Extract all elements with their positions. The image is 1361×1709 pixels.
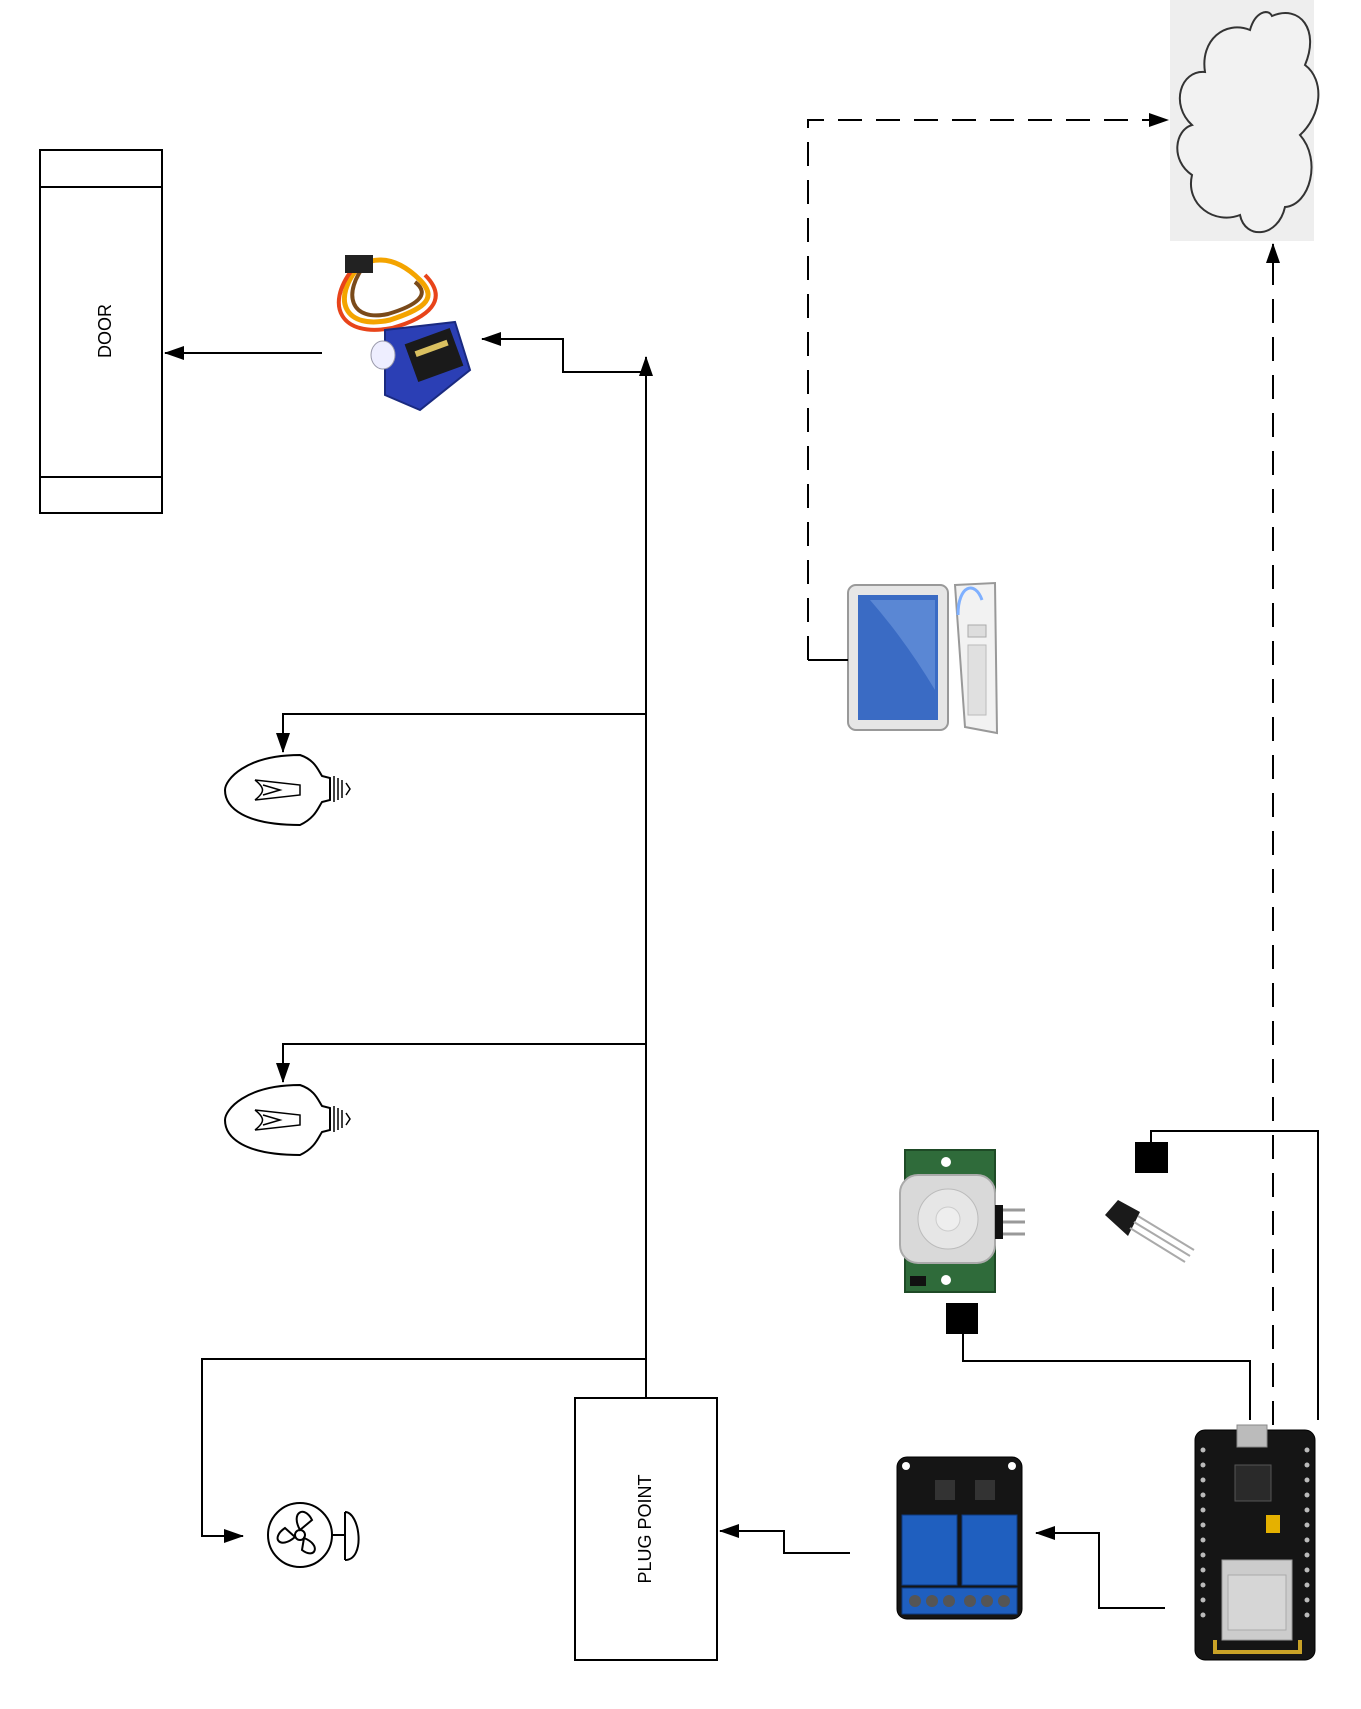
computer-to-cloud-line bbox=[808, 120, 1168, 660]
light-bulb-icon bbox=[225, 755, 350, 825]
desktop-computer-icon bbox=[848, 583, 997, 733]
light-bulb-icon bbox=[225, 1085, 350, 1155]
bus-to-fan-line bbox=[202, 1359, 646, 1536]
servo-motor-icon bbox=[339, 255, 470, 410]
plug-point-box: PLUG POINT bbox=[575, 1398, 717, 1660]
fan-icon bbox=[268, 1503, 359, 1567]
mcu-to-temp-line bbox=[1151, 1131, 1318, 1420]
nodemcu-board-icon bbox=[1195, 1425, 1315, 1660]
cloud-icon bbox=[1170, 0, 1318, 241]
bus-to-bulb2-line bbox=[283, 1044, 646, 1082]
door-box: DOOR bbox=[40, 150, 162, 513]
mcu-to-pir-line bbox=[963, 1334, 1250, 1420]
pir-sensor-icon bbox=[900, 1150, 1025, 1292]
mcu-to-relay-line bbox=[1036, 1533, 1165, 1608]
relay-to-plug-line bbox=[720, 1531, 850, 1553]
temperature-sensor-icon bbox=[1105, 1200, 1194, 1262]
bus-to-bulb1-line bbox=[283, 714, 646, 752]
door-label: DOOR bbox=[95, 304, 115, 358]
temp-sensor-connector bbox=[1135, 1142, 1168, 1173]
relay-module-icon bbox=[897, 1457, 1022, 1619]
bus-to-servo-line bbox=[482, 339, 646, 372]
pir-sensor-connector bbox=[946, 1303, 978, 1334]
plug-point-label: PLUG POINT bbox=[635, 1474, 655, 1583]
